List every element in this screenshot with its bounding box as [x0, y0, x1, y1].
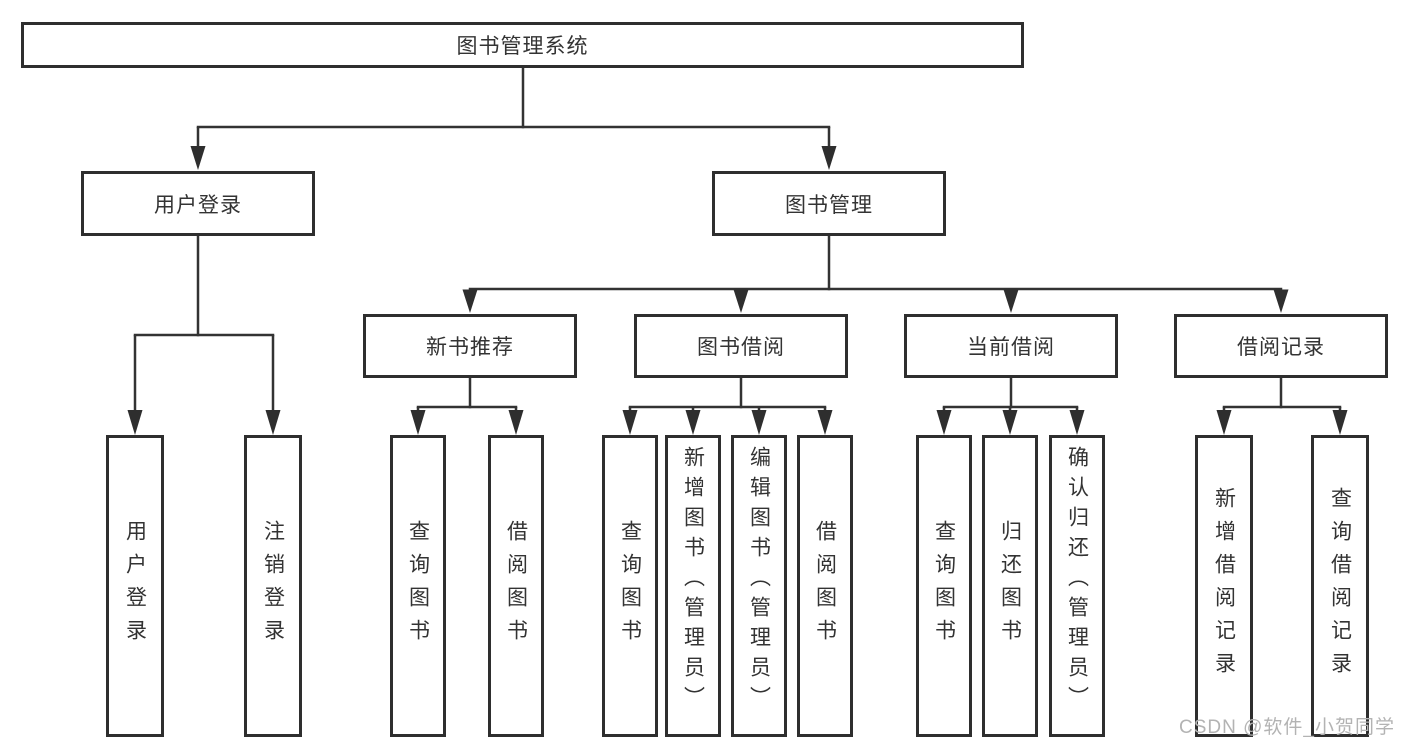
node-borrow-records: 借阅记录 [1174, 314, 1388, 378]
node-new-book-recommend-label: 新书推荐 [426, 336, 514, 359]
node-book-borrow-label: 图书借阅 [697, 336, 785, 359]
node-current-borrow-label: 当前借阅 [967, 336, 1055, 359]
leaf-logout-label: 注销登录 [261, 520, 285, 652]
leaf-add-borrow-record-label: 新增借阅记录 [1212, 487, 1236, 685]
node-user-login-label: 用户登录 [154, 193, 242, 217]
node-root-label: 图书管理系统 [456, 35, 589, 58]
leaf-add-books-admin: 新增图书（管理员） [665, 435, 721, 737]
leaf-confirm-return-admin: 确认归还（管理员） [1049, 435, 1105, 737]
leaf-add-borrow-record: 新增借阅记录 [1195, 435, 1253, 737]
leaf-logout: 注销登录 [244, 435, 302, 737]
leaf-edit-books-admin: 编辑图书（管理员） [731, 435, 787, 737]
leaf-borrow-books-recommend: 借阅图书 [488, 435, 544, 737]
node-new-book-recommend: 新书推荐 [363, 314, 577, 378]
watermark: CSDN @软件_小贺同学 [1179, 717, 1395, 738]
leaf-query-books-borrow: 查询图书 [602, 435, 658, 737]
node-book-borrow: 图书借阅 [634, 314, 848, 378]
leaf-add-books-admin-label: 新增图书（管理员） [681, 446, 705, 716]
leaf-confirm-return-admin-label: 确认归还（管理员） [1065, 446, 1089, 716]
leaf-query-books-recommend-label: 查询图书 [406, 520, 430, 652]
leaf-query-books-borrow-label: 查询图书 [618, 520, 642, 652]
node-root: 图书管理系统 [21, 22, 1024, 68]
leaf-return-books: 归还图书 [982, 435, 1038, 737]
leaf-query-books-current-label: 查询图书 [932, 520, 956, 652]
node-current-borrow: 当前借阅 [904, 314, 1118, 378]
node-user-login: 用户登录 [81, 171, 315, 236]
leaf-query-books-current: 查询图书 [916, 435, 972, 737]
leaf-borrow-books: 借阅图书 [797, 435, 853, 737]
leaf-return-books-label: 归还图书 [998, 520, 1022, 652]
node-book-management-label: 图书管理 [785, 193, 873, 217]
leaf-borrow-books-recommend-label: 借阅图书 [504, 520, 528, 652]
leaf-user-login: 用户登录 [106, 435, 164, 737]
leaf-edit-books-admin-label: 编辑图书（管理员） [747, 446, 771, 716]
leaf-query-books-recommend: 查询图书 [390, 435, 446, 737]
leaf-query-borrow-record-label: 查询借阅记录 [1328, 487, 1352, 685]
node-borrow-records-label: 借阅记录 [1237, 336, 1325, 359]
leaf-borrow-books-label: 借阅图书 [813, 520, 837, 652]
leaf-query-borrow-record: 查询借阅记录 [1311, 435, 1369, 737]
node-book-management: 图书管理 [712, 171, 946, 236]
leaf-user-login-label: 用户登录 [123, 520, 147, 652]
